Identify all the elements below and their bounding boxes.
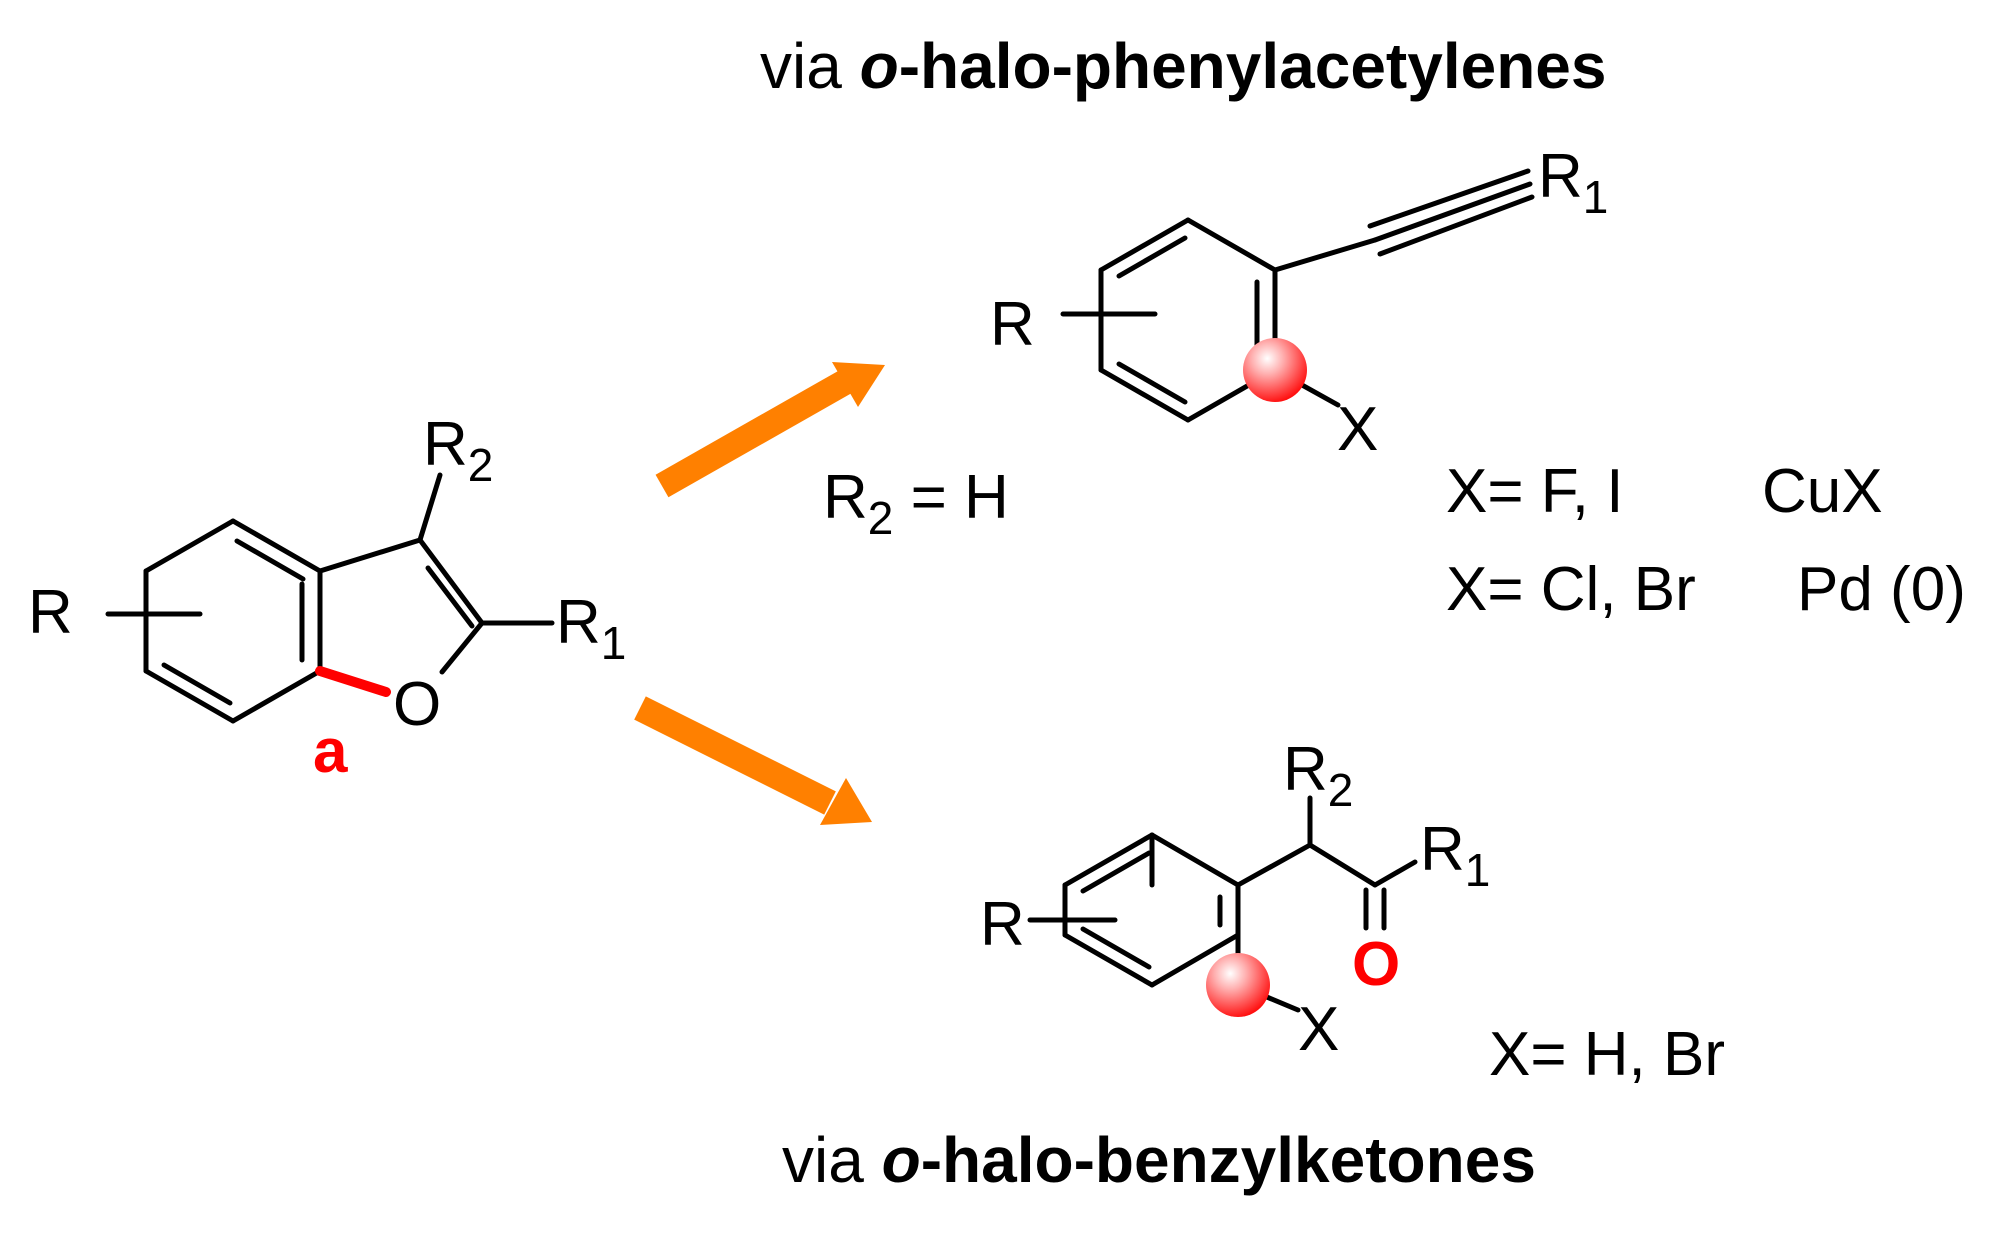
condition-line2-catalyst: Pd (0) — [1797, 555, 1966, 624]
lower-x-values: X= H, Br — [1489, 1020, 1725, 1089]
benzylketone-r: R — [980, 890, 1025, 959]
upper-condition-main: R — [823, 463, 868, 532]
benzofuran-r1-main: R — [556, 588, 601, 657]
benzylketone-r1-main: R — [1420, 815, 1465, 884]
phenylacetylene-r1-sub: 1 — [1583, 171, 1609, 223]
heading-top-prefix: via — [760, 30, 860, 102]
condition-line1-x: X= F, I — [1446, 457, 1623, 526]
benzofuran-r1-sub: 1 — [601, 617, 627, 669]
benzofuran-r2-main: R — [423, 410, 468, 479]
benzofuran-oxygen: O — [393, 670, 441, 739]
condition-line1-catalyst: CuX — [1762, 457, 1883, 526]
benzofuran-r: R — [28, 578, 73, 647]
phenylacetylene-r: R — [990, 290, 1035, 359]
carbonyl-oxygen: O — [1352, 930, 1400, 999]
benzylketone-r2: R2 — [1283, 735, 1353, 816]
phenylacetylene-x: X — [1337, 395, 1378, 464]
phenylacetylene-structure — [1060, 168, 1535, 423]
arrow-upper — [655, 362, 885, 498]
heading-top-italic: o — [860, 30, 899, 102]
highlight-sphere-lower — [1206, 953, 1270, 1017]
heading-top: via o-halo-phenylacetylenes — [760, 30, 1606, 102]
bond-a-label: a — [313, 717, 348, 786]
heading-bottom-prefix: via — [782, 1124, 882, 1196]
phenylacetylene-r1-main: R — [1538, 142, 1583, 211]
benzylketone-r1: R1 — [1420, 815, 1490, 896]
benzylketone-x: X — [1298, 995, 1339, 1064]
benzylketone-r2-sub: 2 — [1328, 764, 1354, 816]
upper-condition-rest: = H — [893, 463, 1008, 532]
benzofuran-r2-sub: 2 — [468, 439, 494, 491]
condition-line2-x: X= Cl, Br — [1446, 555, 1696, 624]
benzofuran-r2: R2 — [423, 410, 493, 491]
highlight-sphere-upper — [1243, 338, 1307, 402]
heading-bottom-italic: o — [882, 1124, 921, 1196]
heading-top-rest: -halo-phenylacetylenes — [899, 30, 1607, 102]
benzylketone-structure — [1027, 795, 1418, 1013]
upper-condition: R2 = H — [823, 463, 1009, 544]
benzofuran-structure — [105, 472, 555, 724]
heading-bottom-rest: -halo-benzylketones — [921, 1124, 1536, 1196]
upper-condition-sub: 2 — [868, 492, 894, 544]
bond-a — [315, 666, 391, 697]
heading-bottom: via o-halo-benzylketones — [782, 1124, 1536, 1196]
benzylketone-r1-sub: 1 — [1465, 844, 1491, 896]
arrow-lower — [634, 696, 872, 825]
benzylketone-r2-main: R — [1283, 735, 1328, 804]
benzofuran-r1: R1 — [556, 588, 626, 669]
phenylacetylene-r1: R1 — [1538, 142, 1608, 223]
